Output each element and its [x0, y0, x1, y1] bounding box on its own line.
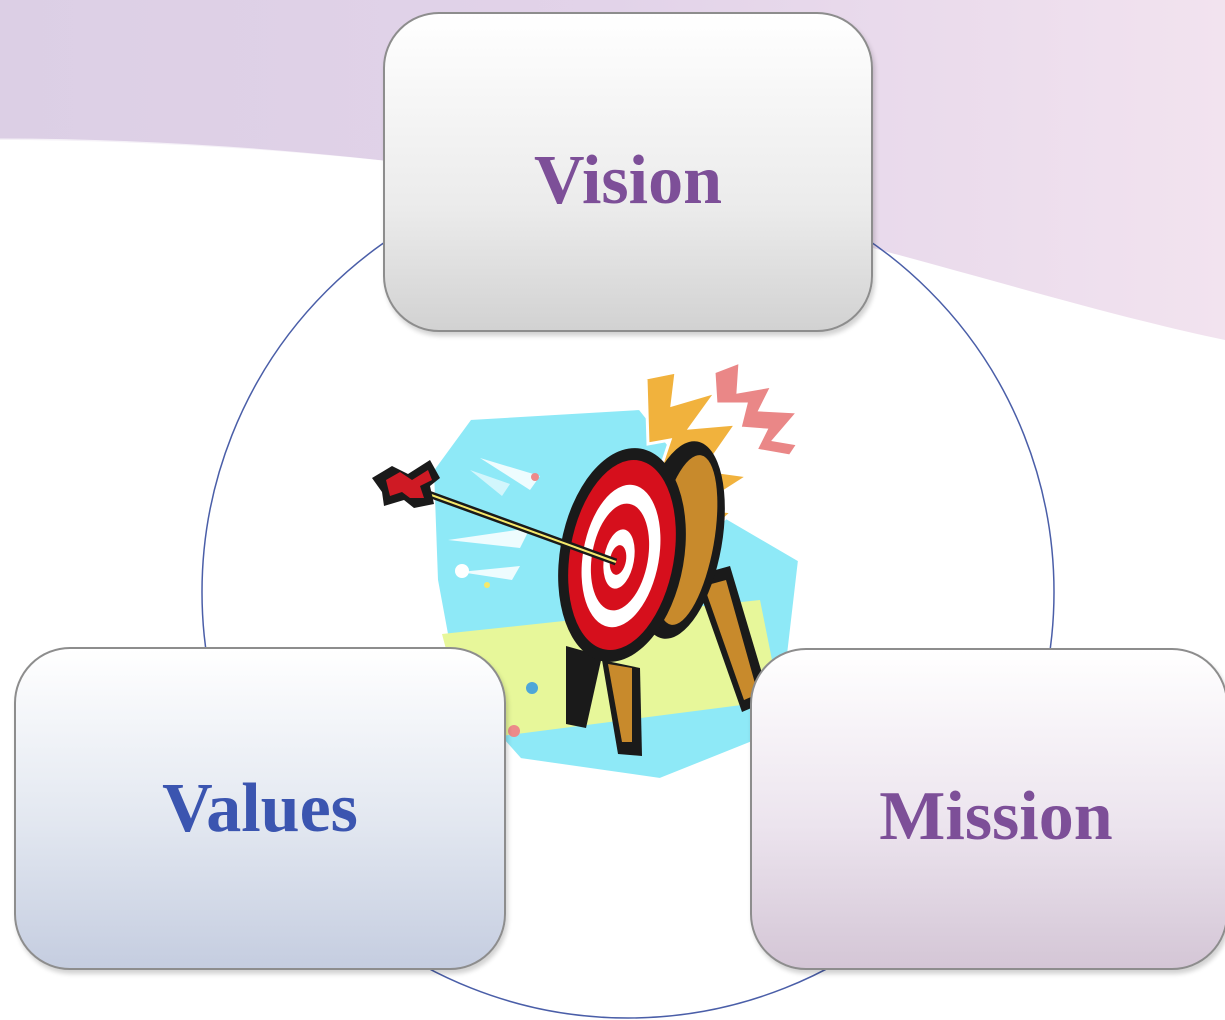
mission-box: Mission — [750, 648, 1225, 970]
values-label: Values — [162, 769, 358, 847]
values-box: Values — [14, 647, 506, 970]
vision-label: Vision — [533, 142, 723, 219]
vision-box: Vision — [383, 12, 873, 332]
mission-label: Mission — [879, 778, 1113, 855]
flash-pink — [712, 359, 802, 458]
target-with-arrow-icon — [372, 359, 803, 783]
